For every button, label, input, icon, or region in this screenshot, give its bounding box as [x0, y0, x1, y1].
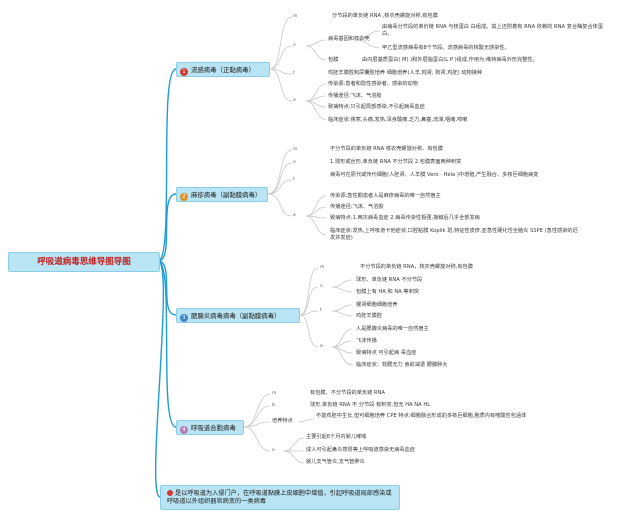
marker-n: n	[293, 160, 296, 165]
influenza-genome-label: 病毒基因和核衣壳	[328, 36, 370, 42]
rsv-clinical-2: 成人可引起鼻炎感冒等上呼吸道感染无病毒血症	[306, 447, 415, 453]
rsv-culture-label: 培养特点	[272, 418, 293, 424]
influenza-pathogenesis: 致病特点:只引起局部感染,不引起病毒血症	[328, 104, 425, 110]
marker-b: b	[272, 403, 275, 408]
influenza-genome-detail-2: 甲乙型流感病毒有8个节段。流感病毒的核酸无感染性。	[382, 45, 510, 51]
branch-influenza-label: 流感病毒（正黏病毒）	[191, 66, 255, 74]
influenza-source: 传染源:患者和隐性感染者、感染的动物	[328, 81, 418, 87]
measles-morphology: 1.球形或丝形,单负链 RNA 不分节段 2.包膜表面两种刺突	[330, 159, 462, 165]
marker-t: t	[320, 308, 322, 313]
influenza-envelope-detail: 由内层基质蛋白( M) )和外层脂蛋白(L P )组成,作用为:维持病毒外形完整…	[362, 57, 538, 63]
measles-symptoms: 临床症状:发热,上呼吸道卡他症状,口腔粘膜 Koplik 斑,特征性皮疹,亚急性…	[330, 228, 578, 241]
measles-pathogenesis: 致病特点:1.两次病毒血症 2.病毒传染性极强,接触后几乎全部发病	[330, 215, 480, 221]
influenza-transmission: 传播途径:飞沫、气溶胶	[328, 93, 382, 99]
number-badge-4: 4	[180, 426, 188, 434]
summary-definition[interactable]: 是以呼吸道为入侵门户，在呼吸道黏膜上皮细胞中增值，引起呼吸道局部感染或呼吸道以外…	[160, 485, 400, 510]
marker-m: m	[320, 265, 325, 270]
influenza-genome-detail-1: 由病毒分节段的单价链 RNA 与核蛋白 白组成。其上还附着有 RNA 依赖的 R…	[382, 24, 604, 37]
measles-transmission: 传播途径:飞沫、气溶胶	[330, 204, 384, 210]
rsv-culture-detail: 不能鸡胚中生长,但可细胞培养 CPE 特点:细胞融合形成的多核巨细胞,胞质内有嗜…	[316, 413, 527, 419]
number-badge-3: 3	[180, 314, 188, 322]
marker-n: n	[293, 43, 296, 48]
marker-m: m	[293, 147, 298, 152]
marker-o: o	[293, 213, 296, 218]
marker-n: n	[320, 284, 323, 289]
branch-measles-label: 麻疹病毒（副黏膜病毒）	[191, 191, 262, 199]
summary-text: 是以呼吸道为入侵门户，在呼吸道黏膜上皮细胞中增值，引起呼吸道局部感染或呼吸道以外…	[167, 490, 392, 505]
marker-t: t	[293, 177, 295, 182]
marker-m: m	[272, 391, 277, 396]
marker-o: o	[320, 344, 323, 349]
rsv-morphology: 球形,单负链 RNA 不 分节段 有刺突,但无 HA NA HL	[310, 402, 431, 408]
mumps-culture-2: 鸡胚羊膜腔	[356, 313, 382, 319]
influenza-envelope-label: 包膜	[328, 57, 339, 63]
rsv-clinical-1: 主要引起6个月内婴儿哮喘	[306, 434, 367, 440]
measles-structure: 不分节段的单负链 RNA 核衣壳螺旋对称、有包膜	[330, 146, 443, 152]
bullet-dot-icon	[167, 490, 173, 496]
mumps-morphology-2: 包膜上有 HA 和 NA 等刺突	[356, 289, 419, 295]
marker-t: t	[293, 71, 295, 76]
number-badge-2: 2	[180, 193, 188, 201]
mumps-host: 人是腮腺炎病毒的唯一自然宿主	[356, 326, 429, 332]
measles-culture: 病毒可在原代或传代细胞(人胚肾、人羊膜 Vero · Hela )中增殖,产生融…	[330, 172, 539, 178]
rsv-structure: 有包膜、不分节段的单负链 RNA	[310, 390, 385, 396]
marker-o: o	[293, 98, 296, 103]
mumps-symptoms: 临床症状：软腮无力 食欲减退 腮腺肿大	[356, 362, 448, 368]
mumps-structure: 不分节段的单负链 RNA，核衣壳螺旋对称,有包膜	[360, 264, 473, 270]
influenza-symptoms: 临床症状:畏寒,头痛,发热,浑身酸痛,乏力,鼻塞,流涕,咽痛,咳嗽	[328, 117, 468, 123]
mumps-pathogenesis: 致病特点 可引起病 毒血症	[356, 350, 417, 356]
rsv-clinical-3: 婴儿支气管炎,支气管肺炎	[306, 459, 365, 465]
mumps-transmission: 飞沫传播	[356, 338, 377, 344]
marker-m: m	[293, 14, 298, 19]
influenza-culture: 鸡胚羊膜腔和尿囊腔培养 细胞培养(人羊,狗肾, 狗肾,鸡胚) 动物接种	[328, 70, 483, 76]
mumps-culture-1: 猴肾细胞细胞培养	[356, 302, 398, 308]
number-badge-1: 1	[180, 68, 188, 76]
measles-source: 传染源:急性期患者人是麻疹病毒的唯一自然宿主	[330, 193, 441, 199]
influenza-structure: 分节段的单负链 RNA ,核衣壳螺旋对称,有包膜	[332, 13, 438, 19]
branch-mumps-label: 腮腺炎病毒病毒（副黏膜病毒）	[191, 312, 281, 320]
branch-rsv-label: 呼吸道合胞病毒	[191, 424, 236, 432]
root-title: 呼吸道病毒思维导图导图	[8, 252, 160, 272]
marker-e: e	[272, 448, 275, 453]
mumps-morphology-1: 球形、单负链 RNA 不分节段	[356, 277, 423, 283]
